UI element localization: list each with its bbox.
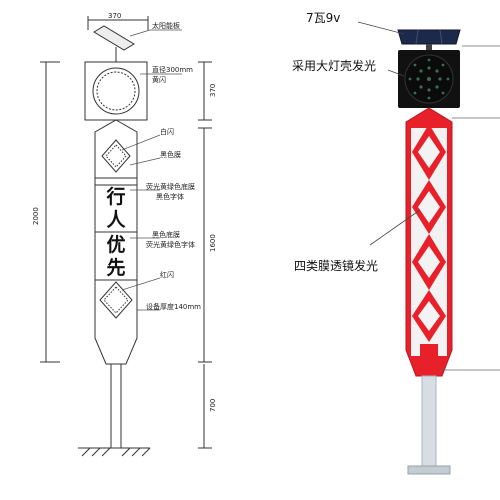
photo-solar-panel bbox=[397, 29, 461, 45]
leader-solar bbox=[129, 29, 151, 37]
photo-diamond-inner-1 bbox=[418, 136, 440, 168]
led bbox=[427, 66, 431, 70]
callout-red-flash: 红闪 bbox=[160, 270, 174, 279]
photo-base-plate bbox=[407, 465, 451, 475]
label-power: 7瓦9v bbox=[306, 11, 340, 25]
led bbox=[441, 91, 445, 95]
total-height-label: 2000 bbox=[32, 207, 40, 225]
photo-diamond-inner-2 bbox=[418, 191, 440, 223]
callout-fluor-font: 荧光黄绿色字体 bbox=[146, 240, 195, 249]
led bbox=[441, 63, 445, 67]
photo-solar-bracket bbox=[426, 44, 432, 50]
photo-diamond-inner-4 bbox=[418, 301, 440, 331]
photo-solar-grid-1 bbox=[415, 29, 419, 45]
callout-black-film-2: 黑色底膜 bbox=[152, 230, 180, 239]
led bbox=[435, 69, 439, 73]
left-technical-drawing bbox=[40, 16, 212, 457]
label-shell: 采用大灯壳发光 bbox=[292, 58, 376, 73]
leader-film bbox=[369, 209, 421, 246]
red-flash-diamond bbox=[99, 281, 133, 319]
sign-char-1: 行 bbox=[105, 185, 125, 208]
callout-black-font: 黑色字体 bbox=[156, 192, 184, 201]
base-height-label: 700 bbox=[209, 399, 217, 412]
photo-solar-grid-2 bbox=[439, 29, 443, 45]
callout-black-film: 黑色膜 bbox=[160, 150, 181, 159]
callout-light-flash: 黄闪 bbox=[152, 75, 166, 84]
callout-solar-panel: 太阳能板 bbox=[152, 21, 180, 30]
led bbox=[427, 77, 431, 81]
led bbox=[419, 69, 423, 73]
leader-red-flash bbox=[121, 277, 161, 291]
photo-diamond-inner bbox=[418, 136, 440, 331]
led bbox=[427, 96, 431, 100]
photo-diamond-inner-3 bbox=[418, 246, 440, 278]
sign-char-3: 优 bbox=[106, 233, 125, 256]
leader-shell bbox=[387, 69, 405, 77]
led bbox=[408, 77, 412, 81]
photo-pole bbox=[421, 375, 437, 469]
callout-light-diameter: 直径300mm bbox=[152, 65, 193, 74]
led bbox=[446, 77, 450, 81]
led bbox=[435, 85, 439, 89]
photo-lamp-leds bbox=[408, 58, 450, 100]
top-width-label: 370 bbox=[108, 12, 121, 20]
sign-char-4: 先 bbox=[106, 256, 125, 279]
white-flash-diamond bbox=[101, 139, 131, 173]
led bbox=[427, 88, 431, 92]
leader-white-flash bbox=[121, 134, 161, 151]
led bbox=[416, 77, 420, 81]
led bbox=[413, 63, 417, 67]
led bbox=[419, 85, 423, 89]
label-film: 四类膜透镜发光 bbox=[294, 258, 378, 273]
led bbox=[438, 77, 442, 81]
light-height-label: 370 bbox=[209, 84, 217, 97]
ground-hatch bbox=[81, 447, 151, 457]
leader-power bbox=[357, 21, 405, 35]
lamp-led-ring bbox=[96, 71, 136, 111]
led bbox=[427, 58, 431, 62]
solar-panel-shape bbox=[93, 25, 135, 51]
callout-thickness: 设备厚度140mm bbox=[146, 302, 201, 311]
led bbox=[413, 91, 417, 95]
white-flash-diamond-leds bbox=[105, 144, 127, 168]
sign-char-2: 人 bbox=[106, 209, 126, 231]
sign-height-label: 1600 bbox=[209, 234, 217, 252]
photo-sign-bottom-block bbox=[420, 344, 438, 356]
callout-white-flash: 白闪 bbox=[160, 127, 174, 136]
callout-fluor-film: 荧光黄绿色底膜 bbox=[146, 182, 195, 191]
right-product-photo bbox=[357, 21, 500, 475]
leader-black-film bbox=[129, 157, 161, 166]
callout-leaders bbox=[121, 29, 182, 311]
